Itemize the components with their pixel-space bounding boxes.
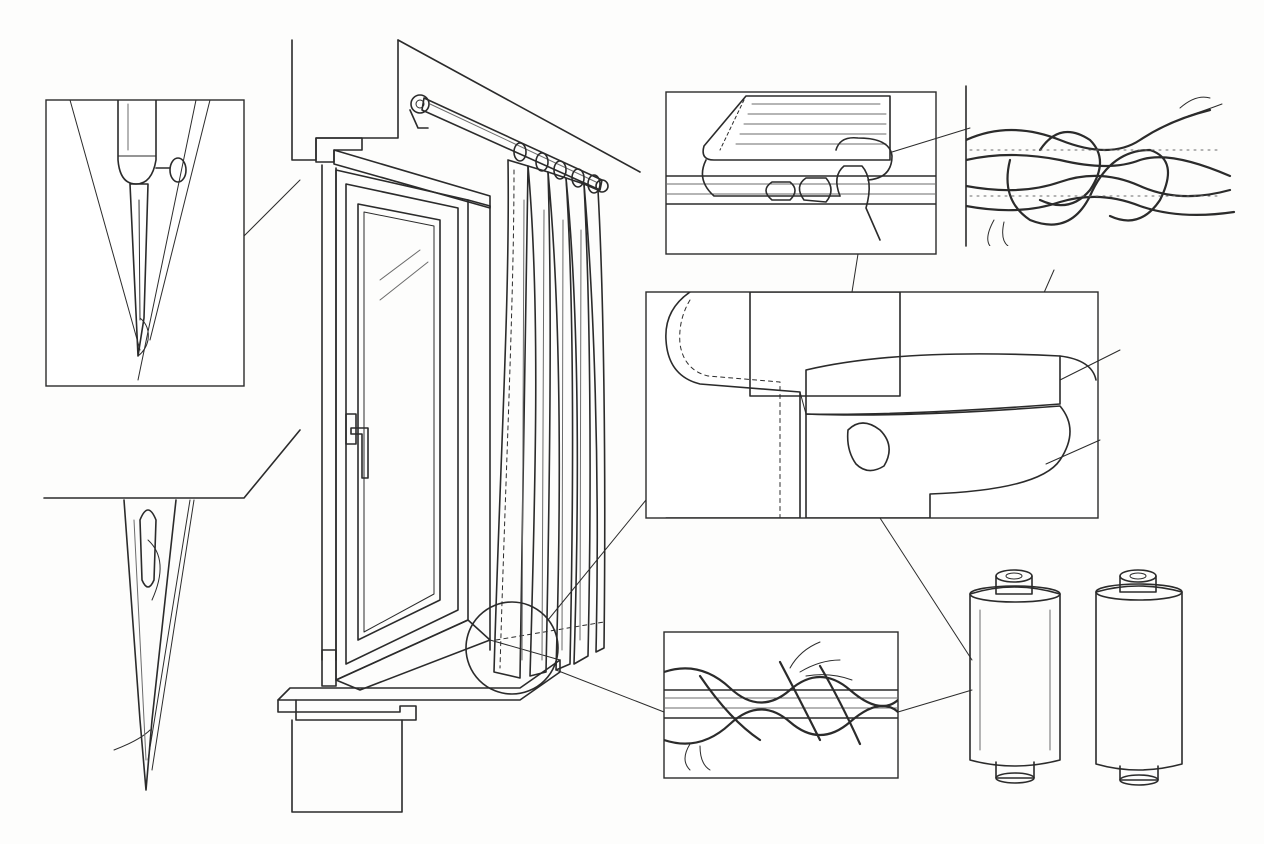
- window-frame: [277, 39, 641, 813]
- curtain: [493, 142, 606, 679]
- fabric-cross-section: [645, 291, 1121, 661]
- thread-spool-dark: [1095, 569, 1183, 786]
- needle-detail: [45, 99, 301, 387]
- hem-callout-circle: [465, 499, 665, 713]
- thread-spool-light: [969, 569, 1061, 784]
- hem-stitch-detail: [665, 91, 971, 293]
- twisted-cord-detail: [663, 631, 973, 779]
- curtain-rod: [409, 94, 609, 193]
- needle-eye: [43, 429, 301, 791]
- rope-knot-detail: [965, 85, 1236, 371]
